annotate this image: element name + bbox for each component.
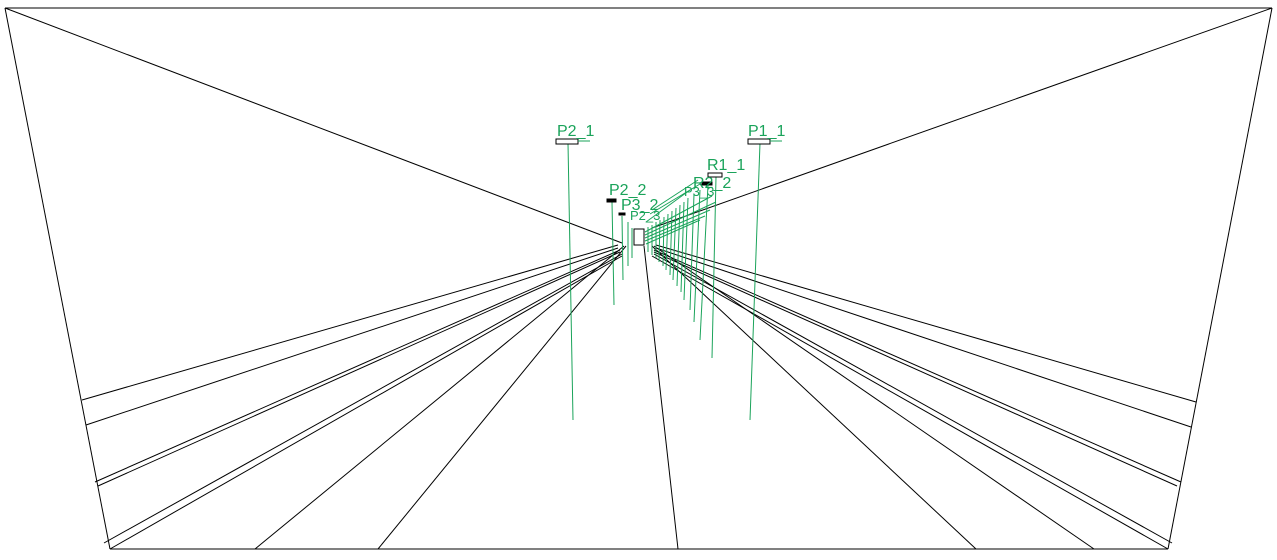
left-wall-band <box>85 247 619 426</box>
label-p2-1: P2_1 <box>557 123 594 140</box>
marker-plate <box>606 198 617 203</box>
left-wall-band <box>94 249 621 483</box>
tunnel-wireframe <box>4 7 1273 550</box>
marker-pole <box>711 176 717 359</box>
label-p3-3: P3_3 <box>684 184 714 199</box>
marker-p2-2[interactable] <box>606 198 617 306</box>
right-wall-band <box>653 249 1182 483</box>
left-wall-band <box>109 255 623 550</box>
left-wall-band <box>103 253 623 544</box>
annotation-layer <box>555 138 782 421</box>
marker-pole <box>611 201 615 306</box>
marker-cluster-right <box>644 179 717 341</box>
right-wall-band <box>655 244 1197 403</box>
vanishing-box <box>633 228 645 246</box>
label-p3-2: P3_2 <box>621 197 658 214</box>
outer-frame-left <box>4 7 111 550</box>
floor-ray <box>651 245 977 550</box>
floor-ray <box>643 245 679 550</box>
left-wall-band <box>97 251 621 487</box>
label-p2-3: P2_3 <box>630 208 660 223</box>
right-wall-band <box>651 255 1169 550</box>
marker-plate <box>618 212 626 216</box>
marker-p2-1[interactable] <box>555 138 590 421</box>
ceiling-edge-left <box>4 7 623 244</box>
marker-p1-1[interactable] <box>747 138 782 421</box>
marker-plate <box>707 172 723 178</box>
marker-p2-3[interactable] <box>618 212 633 281</box>
floor-ray <box>653 245 1095 550</box>
label-r1-1: R1_1 <box>707 157 745 174</box>
outer-frame-right <box>1167 7 1273 550</box>
right-wall-band <box>653 251 1178 487</box>
label-r2-2: R2_2 <box>693 175 731 192</box>
floor-ray <box>254 245 625 550</box>
marker-r1-1[interactable] <box>707 172 723 359</box>
floor-ray <box>377 245 627 550</box>
marker-pole <box>567 142 574 421</box>
marker-pole <box>621 215 624 281</box>
label-p2-2: P2_2 <box>609 182 646 199</box>
right-wall-band <box>655 247 1192 428</box>
right-wall-band <box>653 253 1173 544</box>
left-wall-band <box>81 244 619 401</box>
ceiling-edge-right <box>651 7 1273 229</box>
marker-pole <box>749 142 761 421</box>
annotation-labels: P2_1 P1_1 P2_2 R1_1 P3_2 R2_2 P2_3 P3_3 <box>557 123 785 223</box>
label-p1-1: P1_1 <box>748 123 785 140</box>
